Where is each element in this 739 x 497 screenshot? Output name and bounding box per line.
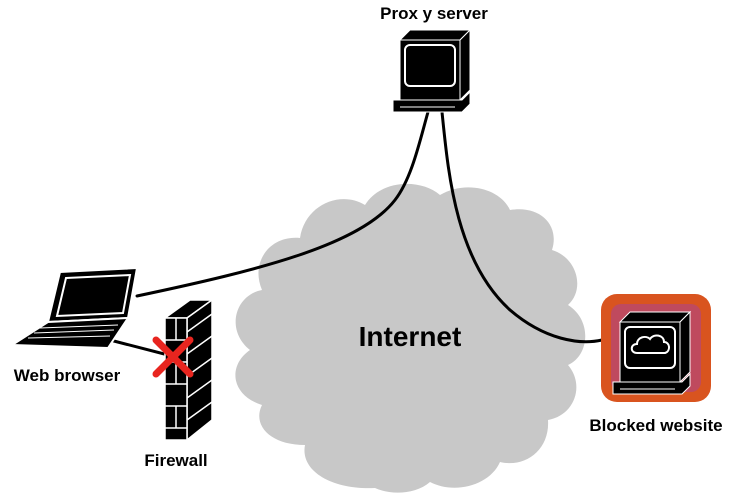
firewall-node: Firewall bbox=[144, 298, 215, 470]
blocked-cross-icon bbox=[152, 336, 194, 378]
cloud-icon bbox=[630, 334, 670, 354]
website-computer-icon bbox=[612, 310, 692, 395]
link-browser-proxy bbox=[135, 110, 430, 298]
link-browser-firewall bbox=[108, 338, 174, 358]
proxy-server-label: Prox y server bbox=[380, 4, 488, 23]
blocked-website-label: Blocked website bbox=[589, 416, 722, 435]
blocked-website-node: Blocked website bbox=[589, 294, 723, 435]
desktop-computer-icon bbox=[392, 28, 472, 113]
firewall-label: Firewall bbox=[144, 451, 207, 470]
connections bbox=[108, 110, 604, 358]
proxy-server-node: Prox y server bbox=[380, 4, 488, 113]
web-browser-label: Web browser bbox=[14, 366, 121, 385]
web-browser-node: Web browser bbox=[8, 266, 139, 385]
link-proxy-blocked bbox=[440, 110, 604, 344]
internet-label: Internet bbox=[359, 321, 462, 352]
laptop-icon bbox=[8, 266, 139, 350]
cloud-shape bbox=[235, 183, 586, 493]
internet-cloud: Internet bbox=[235, 183, 586, 493]
